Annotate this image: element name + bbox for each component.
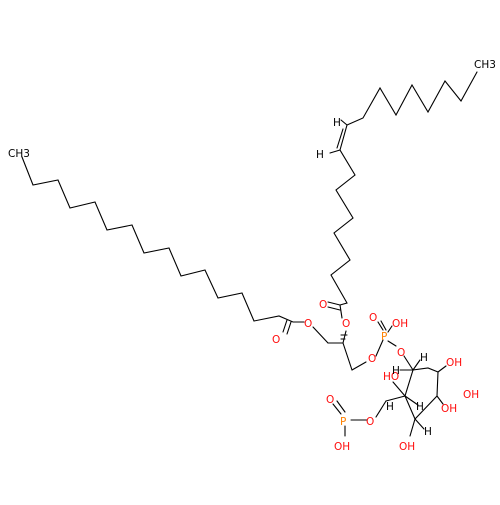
glycerol-backbone-bonds — [312, 326, 367, 371]
stearoyl-chain-bonds — [21, 156, 305, 335]
atom-labels: CH3 CH3 H H O O O O O P O OH O H HO OH H… — [8, 59, 496, 453]
label-o-ring-phosphate-1: O — [397, 347, 405, 359]
label-oh-ring-1: OH — [446, 357, 462, 369]
label-h-ring-4: H — [386, 401, 394, 413]
phosphate-1-bonds — [375, 320, 397, 357]
label-o-ester-left: O — [304, 318, 312, 330]
label-p2-oxo: O — [326, 394, 334, 406]
label-ch3-left: CH3 — [8, 148, 30, 160]
label-ch3-top: CH3 — [474, 59, 496, 71]
label-o-glycerol-phosphate: O — [368, 353, 376, 365]
label-oh-ring-4: OH — [399, 441, 415, 453]
label-h-ring-5: H — [424, 426, 432, 438]
label-o-carbonyl-left: O — [272, 334, 280, 346]
label-p1-oxo: O — [369, 312, 377, 324]
label-oh-ring-3: OH — [441, 403, 457, 415]
label-p2-oh: OH — [334, 441, 350, 453]
label-o-ester-top: O — [342, 318, 350, 330]
label-oh-ring-2: OH — [463, 389, 479, 401]
oleoyl-chain-bonds — [327, 71, 478, 319]
label-p2: P — [340, 416, 346, 428]
label-p1-oh: OH — [392, 318, 408, 330]
label-h-ring-3: H — [416, 401, 424, 413]
label-h-alkene-1: H — [333, 117, 341, 129]
label-h-ring-1: H — [420, 352, 428, 364]
label-h-alkene-2: H — [316, 149, 324, 161]
phosphate-2-bonds — [332, 400, 368, 437]
label-p1: P — [381, 331, 387, 343]
label-o-ring-phosphate-2: O — [366, 416, 374, 428]
label-h-ring-2: H — [392, 365, 400, 377]
label-ho-ring-1: HO — [383, 371, 399, 383]
inositol-ring-bonds — [375, 355, 447, 437]
label-o-carbonyl-top: O — [319, 299, 327, 311]
